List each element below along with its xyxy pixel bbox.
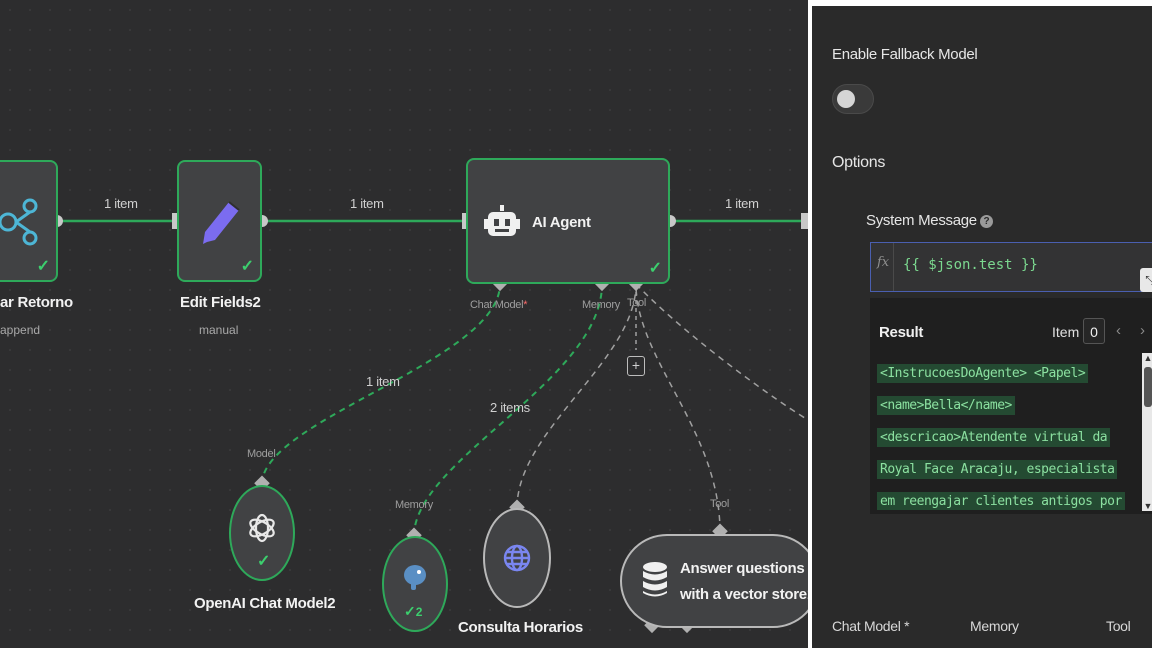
add-tool-button[interactable]: + (627, 356, 645, 376)
port-label-memory: Memory (582, 299, 620, 311)
fallback-model-label: Enable Fallback Model (832, 46, 978, 63)
success-check-icon: ✓ (240, 258, 254, 275)
port-in-next (801, 213, 808, 229)
edge-memory (413, 283, 603, 537)
workflow-canvas[interactable]: ✓ ar Retorno append ✓ Edit Fields2 manua… (0, 0, 808, 648)
node-edit-fields[interactable]: ✓ (177, 160, 262, 282)
expression-fx-icon: fx (877, 255, 890, 270)
item-index-input[interactable]: 0 (1083, 318, 1105, 344)
edge-label-2: 1 item (350, 196, 384, 211)
prev-item-icon[interactable]: ‹ (1116, 322, 1121, 339)
node-ai-agent[interactable]: AI Agent ✓ (466, 158, 670, 284)
help-icon[interactable]: ? (979, 214, 993, 228)
result-line: <InstrucoesDoAgente> <Papel> (877, 364, 1089, 383)
port-label-tool-in: Tool (710, 498, 729, 510)
node-consulta-horarios[interactable] (483, 508, 551, 608)
node-edit-fields-title: Edit Fields2 (180, 294, 261, 311)
globe-icon (503, 544, 531, 572)
edge-label-1: 1 item (104, 196, 138, 211)
result-line: <descricao>Atendente virtual da (877, 428, 1111, 447)
result-scrollbar[interactable]: ▲ ▼ (1142, 353, 1152, 511)
tab-chat-model[interactable]: Chat Model * (832, 618, 910, 634)
port-label-tool: Tool (627, 297, 646, 309)
node-retorno[interactable]: ✓ (0, 160, 58, 282)
success-check-icon: ✓2 (404, 603, 423, 619)
postgres-elephant-icon (404, 565, 426, 590)
edge-label-chat-model: 1 item (366, 374, 400, 389)
fx-divider (893, 243, 894, 291)
edge-tool-consulta (516, 283, 637, 509)
result-title: Result (879, 324, 924, 341)
port-in-edit (172, 213, 179, 229)
node-settings-panel: Enable Fallback Model Options System Mes… (808, 0, 1152, 648)
tab-memory[interactable]: Memory (970, 618, 1019, 634)
node-retorno-subtitle: append (0, 323, 41, 337)
node-vector-store-tool[interactable]: Answer questions with a vector store1 (620, 534, 808, 628)
expand-editor-icon[interactable]: ⤡ (1140, 268, 1152, 292)
port-label-model: Model (247, 448, 276, 460)
success-check-icon: ✓ (257, 553, 271, 570)
edge-tool-right (635, 283, 808, 421)
toggle-knob (837, 90, 855, 108)
success-check-icon: ✓ (36, 258, 50, 275)
node-consulta-title: Consulta Horarios (458, 619, 583, 636)
node-ai-agent-title: AI Agent (532, 214, 591, 231)
database-icon (643, 562, 667, 597)
edge-tool-vector (635, 283, 721, 533)
port-in-agent (462, 213, 469, 229)
item-label: Item (1052, 324, 1080, 340)
system-message-label: System Message? (866, 212, 993, 229)
expression-text[interactable]: {{ $json.test }} (903, 257, 1038, 273)
port-label-chat-model: Chat Model* (470, 299, 528, 311)
system-message-expression-input[interactable]: fx {{ $json.test }} (870, 242, 1152, 292)
result-line: <name>Bella</name> (877, 396, 1015, 415)
port-label-memory-in: Memory (395, 499, 433, 511)
node-vector-title-line2: with a vector store1 (680, 586, 808, 603)
openai-icon (249, 513, 275, 543)
node-edit-fields-subtitle: manual (199, 323, 239, 337)
scroll-thumb[interactable] (1144, 367, 1152, 407)
success-check-icon: ✓ (648, 260, 662, 277)
expression-result-preview: Result Item 0 ‹ › <InstrucoesDoAgente> <… (870, 298, 1152, 514)
scroll-down-icon[interactable]: ▼ (1143, 501, 1152, 511)
fallback-model-toggle[interactable] (832, 84, 874, 114)
edge-chat-model (261, 283, 501, 485)
tab-tool[interactable]: Tool (1106, 618, 1131, 634)
pencil-icon (203, 201, 240, 244)
next-item-icon[interactable]: › (1140, 322, 1145, 339)
node-vector-title-line1: Answer questions (680, 560, 805, 577)
result-line: Royal Face Aracaju, especialista (877, 460, 1118, 479)
edge-label-3: 1 item (725, 196, 759, 211)
flow-icon (0, 198, 38, 246)
run-count-badge: 2 (415, 605, 423, 619)
node-retorno-title: ar Retorno (0, 294, 73, 311)
node-openai-title: OpenAI Chat Model2 (194, 595, 336, 612)
node-postgres-memory[interactable]: ✓2 (382, 536, 448, 632)
robot-icon (484, 205, 520, 236)
edge-label-memory: 2 items (490, 400, 530, 415)
result-line: em reengajar clientes antigos por (877, 492, 1125, 510)
scroll-up-icon[interactable]: ▲ (1143, 353, 1152, 363)
panel-content: Enable Fallback Model Options System Mes… (812, 6, 1152, 648)
node-openai-chat-model[interactable]: ✓ (229, 485, 295, 581)
options-label: Options (832, 154, 886, 171)
